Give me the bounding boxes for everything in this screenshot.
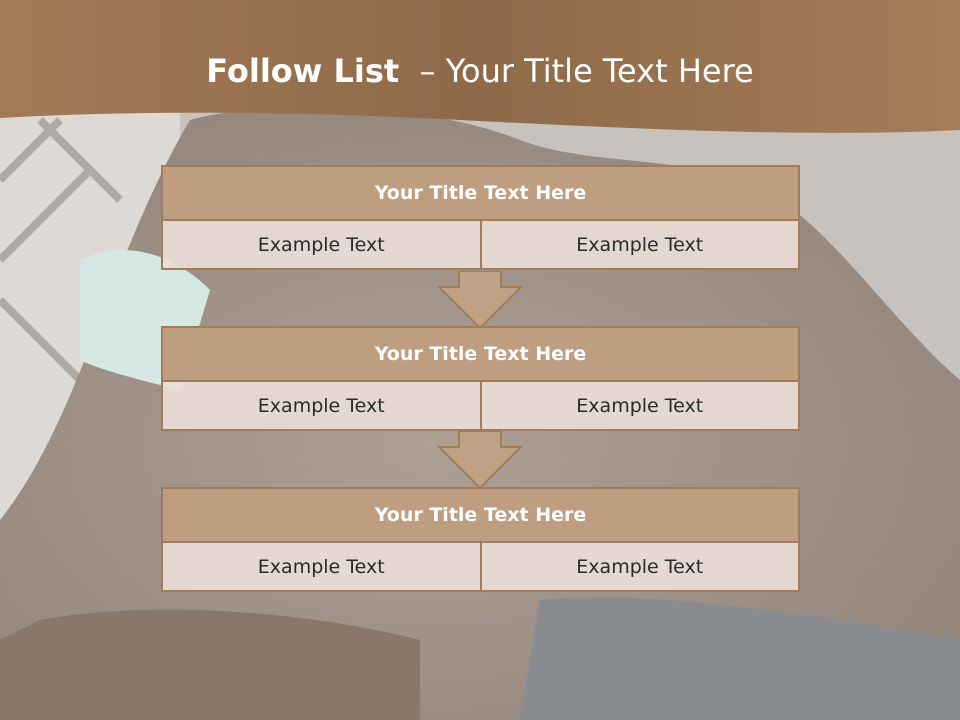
block-row: Example Text Example Text <box>161 382 800 431</box>
block-row: Example Text Example Text <box>161 221 800 270</box>
down-arrow-icon <box>437 431 523 489</box>
block-cell-right: Example Text <box>481 382 800 431</box>
list-block-3: Your Title Text Here Example Text Exampl… <box>161 487 800 592</box>
block-cell-right: Example Text <box>481 221 800 270</box>
block-cell-left: Example Text <box>161 221 482 270</box>
slide-title-rest: – Your Title Text Here <box>399 52 754 90</box>
slide-title: Follow List – Your Title Text Here <box>0 52 960 90</box>
down-arrow-icon <box>437 271 523 329</box>
block-title: Your Title Text Here <box>161 165 800 221</box>
block-cell-right: Example Text <box>481 543 800 592</box>
block-title: Your Title Text Here <box>161 487 800 543</box>
block-title: Your Title Text Here <box>161 326 800 382</box>
list-block-1: Your Title Text Here Example Text Exampl… <box>161 165 800 270</box>
slide-title-bold: Follow List <box>206 52 400 90</box>
block-cell-left: Example Text <box>161 543 482 592</box>
list-block-2: Your Title Text Here Example Text Exampl… <box>161 326 800 431</box>
block-row: Example Text Example Text <box>161 543 800 592</box>
block-cell-left: Example Text <box>161 382 482 431</box>
